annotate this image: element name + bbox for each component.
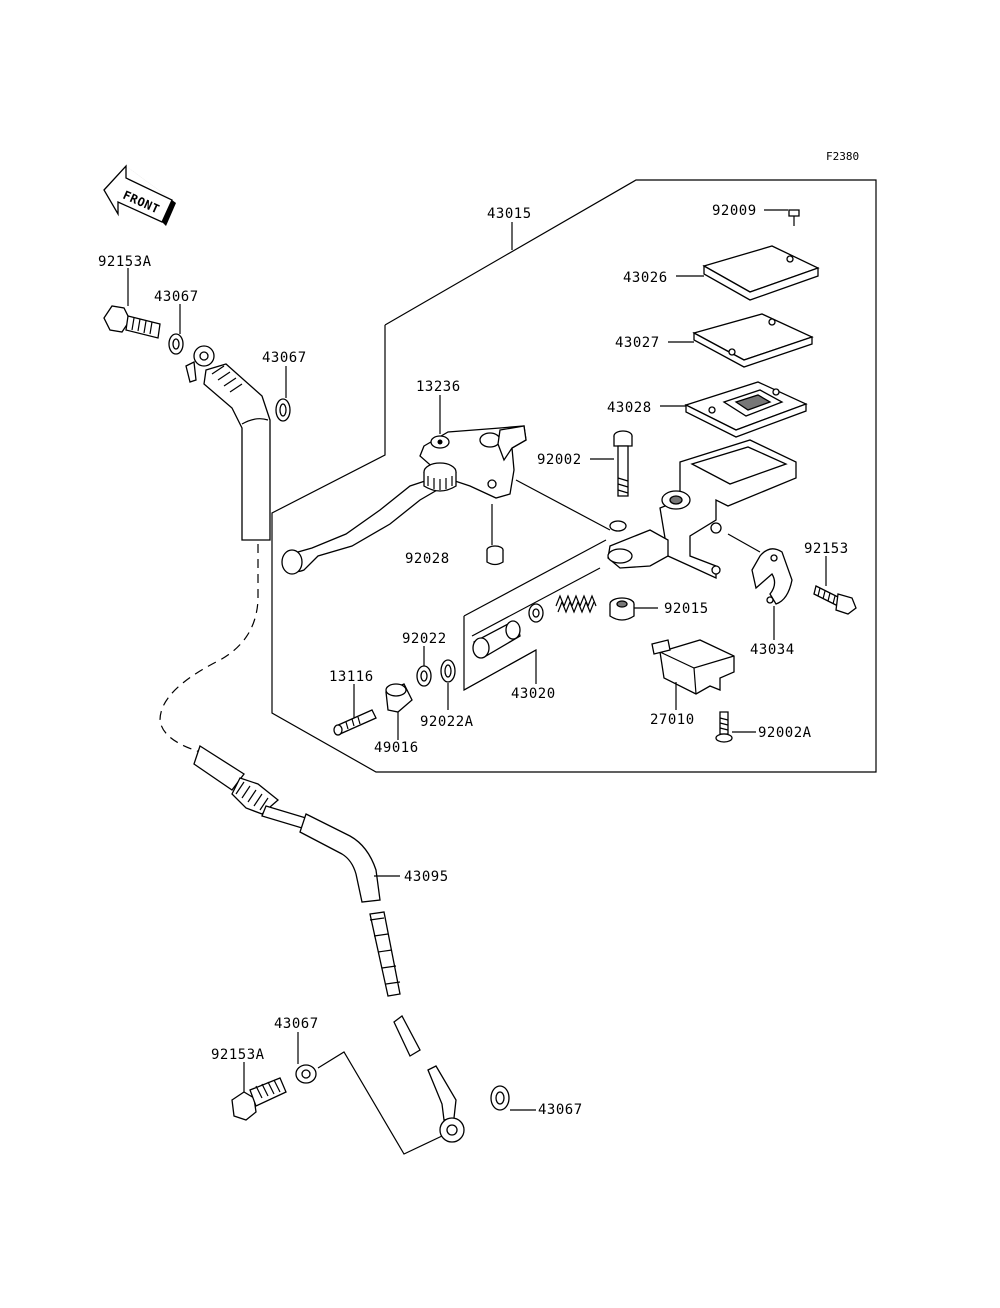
label-13116: 13116	[329, 669, 374, 685]
part-labels: 43015 92009 43026 43027 43028 13236 9200…	[98, 203, 849, 1118]
hose-43095	[193, 745, 457, 1121]
banjo-bolt-92153A-top	[103, 305, 161, 339]
label-43067-top2: 43067	[262, 350, 307, 366]
figure-code: F2380	[826, 150, 859, 163]
adjuster-knob-13236	[423, 462, 457, 492]
leader-lines	[127, 209, 827, 1111]
label-13236: 13236	[416, 379, 461, 395]
screw-92002A	[715, 711, 733, 743]
label-92015: 92015	[664, 601, 709, 617]
label-92022: 92022	[402, 631, 447, 647]
washer-43067-top1	[168, 333, 184, 355]
assembly-boundary	[271, 179, 877, 773]
cap-43026	[702, 245, 820, 301]
plate-43027	[692, 313, 814, 368]
label-92153A-bottom: 92153A	[211, 1047, 265, 1063]
seal-92022	[416, 665, 432, 687]
bottom-assembly-line	[317, 1051, 443, 1155]
banjo-bolt-92153A-bottom	[231, 1077, 287, 1121]
master-cylinder-body	[607, 439, 797, 580]
piston-kit-43020	[472, 594, 597, 659]
label-92002: 92002	[537, 452, 582, 468]
label-43067-bot2: 43067	[538, 1102, 583, 1118]
front-arrow-icon: FRONT	[103, 164, 176, 226]
label-43034: 43034	[750, 642, 795, 658]
clamp-43034	[751, 548, 793, 605]
push-rod-13116	[333, 709, 377, 736]
label-92022A: 92022A	[420, 714, 474, 730]
hose-lower-end	[439, 1117, 465, 1143]
boot-49016	[385, 683, 413, 713]
label-43067-top1: 43067	[154, 289, 199, 305]
label-43015: 43015	[487, 206, 532, 222]
pivot-collar-92028	[486, 545, 504, 566]
label-92153A-top: 92153A	[98, 254, 152, 270]
clutch-lever	[281, 425, 527, 575]
label-43028: 43028	[607, 400, 652, 416]
label-43067-bot1: 43067	[274, 1016, 319, 1032]
screw-92009	[788, 209, 800, 226]
washer-43067-bot2	[490, 1085, 510, 1111]
label-92153: 92153	[804, 541, 849, 557]
hose-dashed-path	[159, 544, 259, 753]
label-92002A: 92002A	[758, 725, 812, 741]
label-27010: 27010	[650, 712, 695, 728]
diaphragm-43028	[684, 381, 808, 438]
label-92028: 92028	[405, 551, 450, 567]
label-49016: 49016	[374, 740, 419, 756]
washer-43067-bot1	[295, 1064, 317, 1084]
pin-92002	[613, 430, 633, 497]
washer-43067-top2	[275, 398, 291, 422]
bushing-92015	[609, 597, 635, 621]
label-92009: 92009	[712, 203, 757, 219]
bolt-92153	[813, 585, 857, 615]
label-43027: 43027	[615, 335, 660, 351]
switch-27010	[651, 639, 735, 695]
label-43020: 43020	[511, 686, 556, 702]
washer-92022A	[440, 659, 456, 683]
label-43026: 43026	[623, 270, 668, 286]
label-43095: 43095	[404, 869, 449, 885]
hose-upper-end	[185, 345, 271, 541]
